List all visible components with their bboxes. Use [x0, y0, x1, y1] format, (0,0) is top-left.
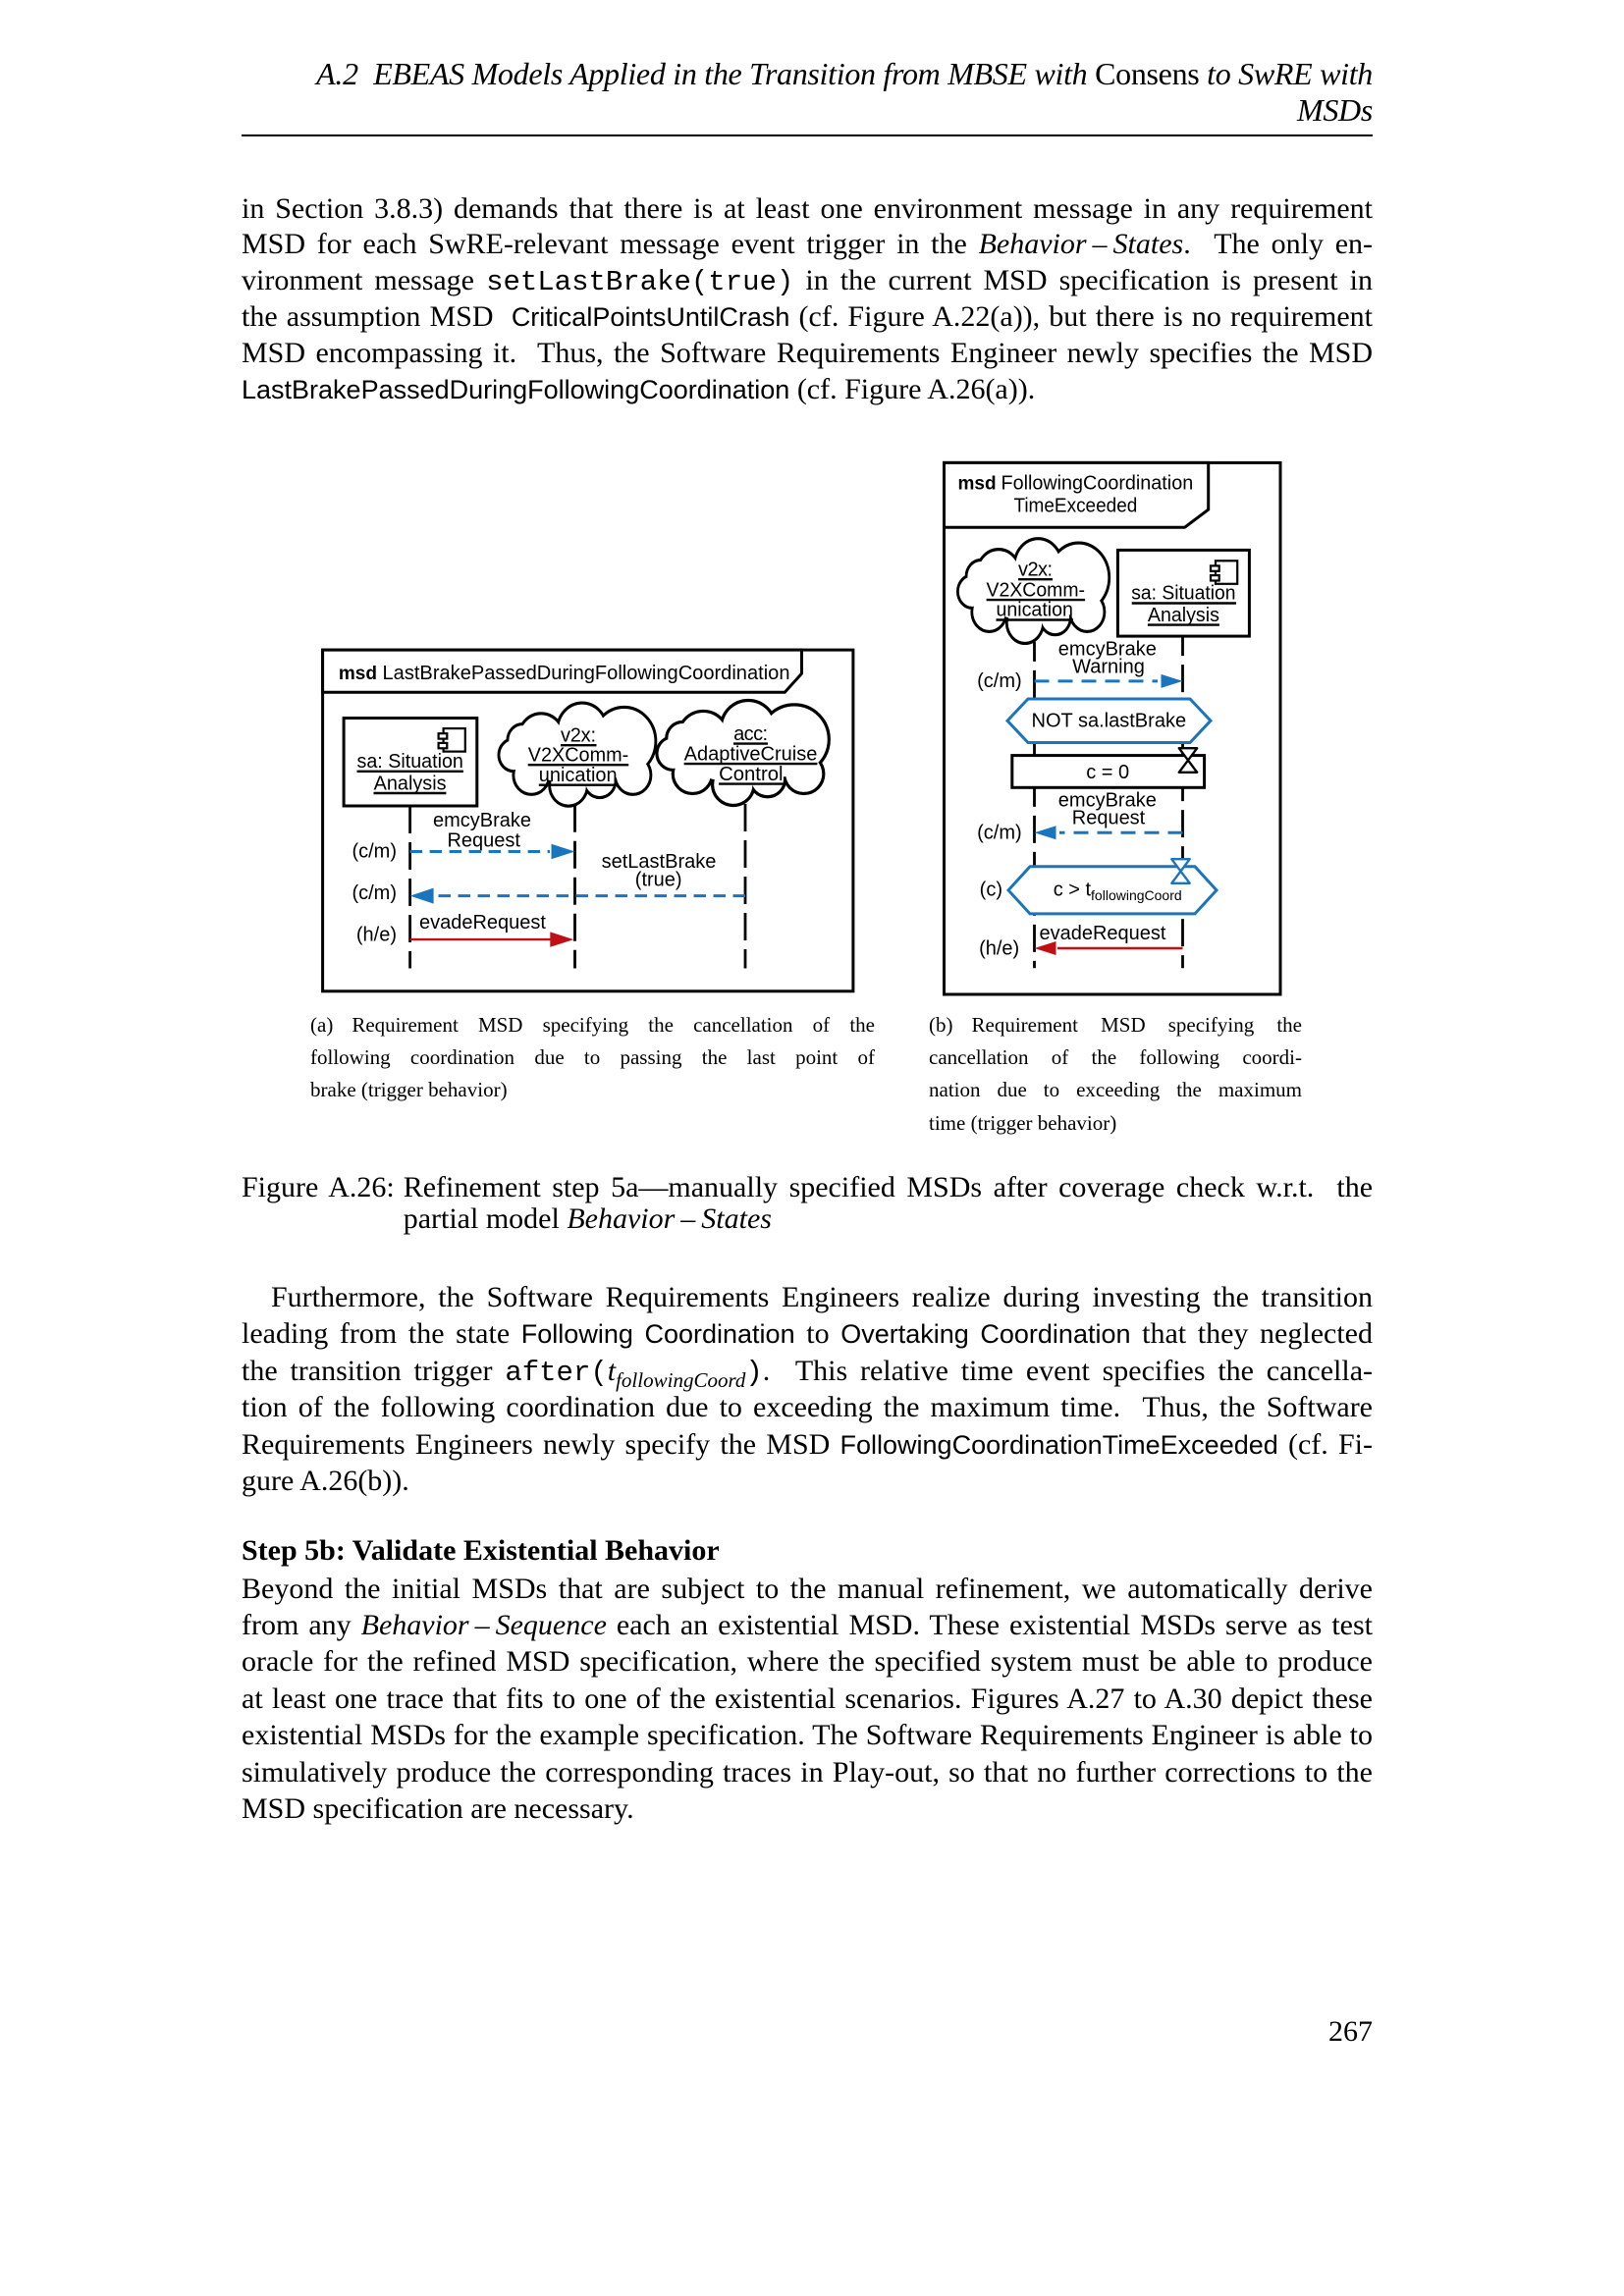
svg-text:(h/e): (h/e) [979, 938, 1019, 960]
svg-text:Analysis: Analysis [374, 773, 447, 794]
svg-text:msd: msd [339, 664, 377, 684]
svg-text:Warning: Warning [1072, 656, 1145, 677]
svg-text:unication: unication [539, 765, 618, 786]
svg-text:emcyBrake: emcyBrake [1058, 639, 1157, 661]
svg-text:evadeRequest: evadeRequest [419, 912, 546, 934]
svg-text:V2XComm-: V2XComm- [987, 579, 1086, 601]
svg-text:NOT sa.lastBrake: NOT sa.lastBrake [1032, 711, 1187, 732]
svg-text:emcyBrake: emcyBrake [433, 810, 531, 831]
svg-text:acc:: acc: [733, 723, 768, 745]
svg-text:emcyBrake: emcyBrake [1058, 790, 1157, 812]
svg-text:Request: Request [447, 829, 520, 851]
svg-text:LastBrakePassedDuringFollowing: LastBrakePassedDuringFollowingCoordinati… [383, 663, 790, 684]
svg-text:evadeRequest: evadeRequest [1040, 923, 1166, 944]
svg-text:(c): (c) [980, 879, 1002, 900]
svg-text:c = 0: c = 0 [1086, 762, 1129, 783]
svg-text:Analysis: Analysis [1148, 605, 1219, 626]
svg-text:TimeExceeded: TimeExceeded [1013, 496, 1137, 517]
svg-text:msd: msd [958, 473, 997, 494]
svg-text:sa: Situation: sa: Situation [357, 751, 463, 773]
svg-text:unication: unication [996, 600, 1073, 621]
svg-text:sa: Situation: sa: Situation [1131, 583, 1235, 605]
svg-text:(true): (true) [635, 870, 682, 891]
svg-text:Request: Request [1072, 808, 1146, 829]
svg-text:(c/m): (c/m) [352, 840, 397, 862]
svg-text:v2x:: v2x: [1018, 559, 1053, 580]
svg-text:(h/e): (h/e) [356, 924, 397, 945]
svg-text:AdaptiveCruise: AdaptiveCruise [684, 743, 818, 765]
svg-text:setLastBrake: setLastBrake [602, 851, 717, 873]
svg-text:Control: Control [719, 764, 783, 785]
svg-text:(c/m): (c/m) [977, 823, 1022, 844]
svg-text:v2x:: v2x: [561, 724, 596, 746]
svg-text:(c/m): (c/m) [977, 670, 1022, 692]
svg-text:V2XComm-: V2XComm- [528, 744, 629, 766]
svg-text:(c/m): (c/m) [352, 882, 397, 904]
svg-text:FollowingCoordination: FollowingCoordination [1001, 472, 1194, 494]
